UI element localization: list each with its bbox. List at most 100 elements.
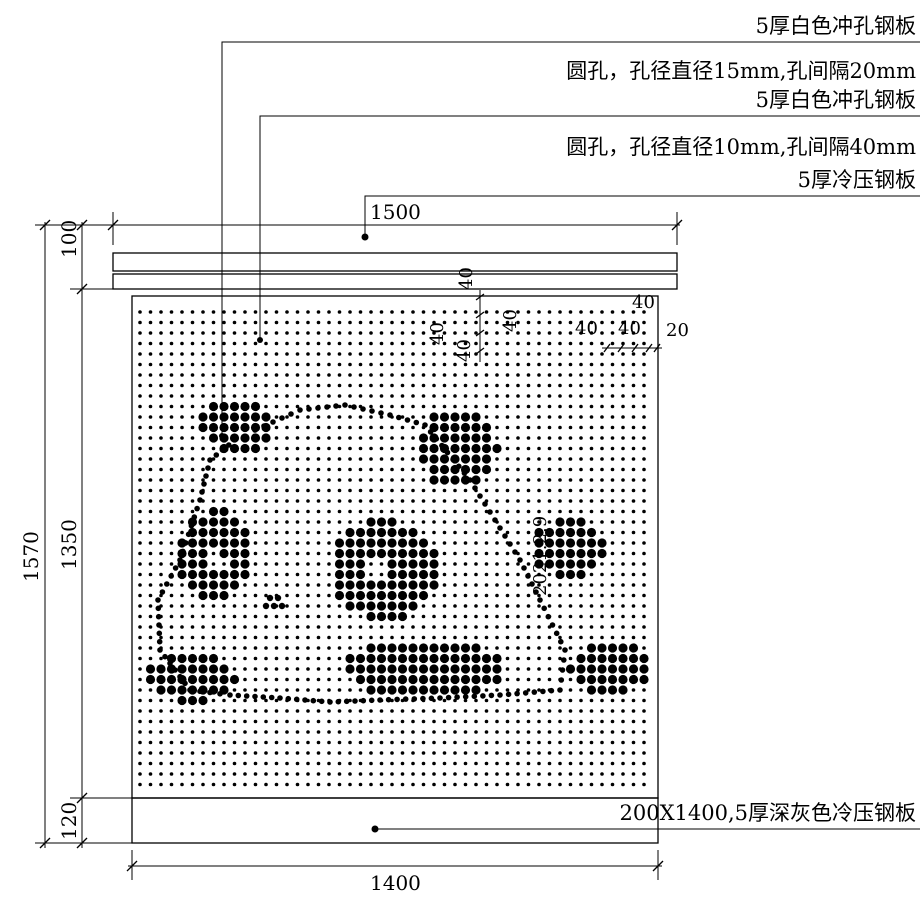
- dim-hole-spacing-horizontal: 40 40 40 20: [575, 292, 689, 353]
- perforation-hole: [534, 559, 544, 569]
- perforation-hole: [589, 383, 594, 388]
- perforation-hole: [348, 310, 352, 314]
- perforation-hole: [306, 551, 310, 556]
- perforation-hole: [369, 635, 373, 640]
- perforation-hole: [400, 740, 405, 745]
- perforation-hole: [474, 698, 478, 703]
- perforation-hole: [390, 509, 394, 514]
- perforation-hole: [589, 572, 594, 577]
- perforation-hole: [306, 761, 310, 766]
- perforation-hole: [460, 433, 471, 443]
- panda-outline-dot: [456, 463, 462, 470]
- perforation-hole: [432, 394, 436, 398]
- perforation-hole: [586, 685, 597, 695]
- perforation-hole: [453, 740, 457, 745]
- perforation-hole: [411, 415, 415, 419]
- perforation-hole: [337, 425, 342, 430]
- perforation-hole: [208, 569, 219, 580]
- perforation-hole: [306, 709, 310, 713]
- perforation-hole: [198, 653, 208, 664]
- perforation-hole: [600, 457, 604, 461]
- perforation-hole: [306, 562, 310, 566]
- perforation-hole: [631, 352, 636, 356]
- perforation-hole: [253, 572, 258, 577]
- panda-outline-dot: [360, 697, 367, 704]
- perforation-hole: [558, 404, 562, 409]
- perforation-hole: [600, 509, 604, 514]
- perforation-hole: [463, 698, 468, 703]
- perforation-hole: [369, 352, 373, 356]
- perforation-hole: [576, 653, 586, 664]
- perforation-hole: [138, 331, 142, 335]
- perforation-hole: [285, 625, 289, 629]
- perforation-hole: [442, 740, 447, 745]
- perforation-hole: [219, 412, 229, 422]
- perforation-hole: [586, 643, 597, 653]
- perforation-hole: [429, 643, 439, 653]
- perforation-hole: [411, 352, 415, 356]
- perforation-hole: [253, 352, 258, 356]
- panda-outline-dot: [522, 690, 529, 696]
- perforation-hole: [579, 436, 583, 440]
- perforation-hole: [348, 425, 352, 430]
- perforation-hole: [274, 709, 279, 713]
- panda-outline-dot: [156, 638, 163, 645]
- perforation-hole: [495, 362, 499, 367]
- perforation-hole: [568, 593, 573, 598]
- perforation-hole: [358, 310, 363, 314]
- perforation-hole: [600, 562, 604, 566]
- perforation-hole: [610, 310, 615, 314]
- panda-outline-dot: [227, 692, 233, 698]
- perforation-hole: [274, 404, 279, 409]
- perforation-hole: [568, 751, 573, 755]
- perforation-hole: [589, 352, 594, 356]
- perforation-hole: [327, 467, 331, 472]
- perforation-hole: [537, 709, 541, 713]
- perforation-hole: [211, 646, 216, 650]
- perforation-hole: [327, 625, 331, 629]
- perforation-hole: [306, 635, 310, 640]
- perforation-hole: [600, 478, 604, 482]
- perforation-hole: [358, 520, 363, 524]
- perforation-hole: [274, 541, 279, 545]
- perforation-hole: [198, 559, 208, 569]
- perforation-hole: [243, 457, 247, 461]
- perforation-hole: [190, 383, 195, 388]
- perforation-hole: [495, 772, 499, 776]
- perforation-hole: [306, 688, 310, 692]
- perforation-hole: [285, 593, 289, 598]
- perforation-hole: [180, 488, 184, 493]
- perforation-hole: [201, 394, 205, 398]
- perforation-hole: [369, 415, 373, 419]
- panda-outline-dot: [422, 422, 428, 428]
- perforation-hole: [138, 425, 142, 430]
- panda-outline-dot: [404, 417, 411, 423]
- perforation-hole: [460, 443, 471, 454]
- perforation-hole: [274, 719, 279, 724]
- perforation-hole: [526, 394, 531, 398]
- perforation-hole: [243, 467, 247, 472]
- perforation-hole: [264, 688, 268, 692]
- perforation-hole: [316, 352, 321, 356]
- perforation-hole: [586, 527, 597, 538]
- perforation-hole: [526, 604, 531, 608]
- perforation-hole: [526, 373, 531, 377]
- perforation-hole: [453, 709, 457, 713]
- perforation-hole: [442, 772, 447, 776]
- panda-outline-dot: [360, 406, 366, 412]
- perforation-hole: [274, 730, 279, 734]
- perforation-hole: [138, 352, 142, 356]
- perforation-hole: [148, 436, 153, 440]
- perforation-hole: [484, 719, 489, 724]
- perforation-hole: [576, 538, 586, 548]
- perforation-hole: [631, 583, 636, 587]
- panda-outline-dot: [252, 427, 258, 433]
- perforation-hole: [516, 740, 520, 745]
- panda-outline-dot: [559, 667, 566, 673]
- perforation-hole: [579, 709, 583, 713]
- perforation-hole: [429, 454, 439, 464]
- perforation-hole: [621, 583, 625, 587]
- perforation-hole: [390, 310, 394, 314]
- perforation-hole: [411, 509, 415, 514]
- perforation-hole: [621, 478, 625, 482]
